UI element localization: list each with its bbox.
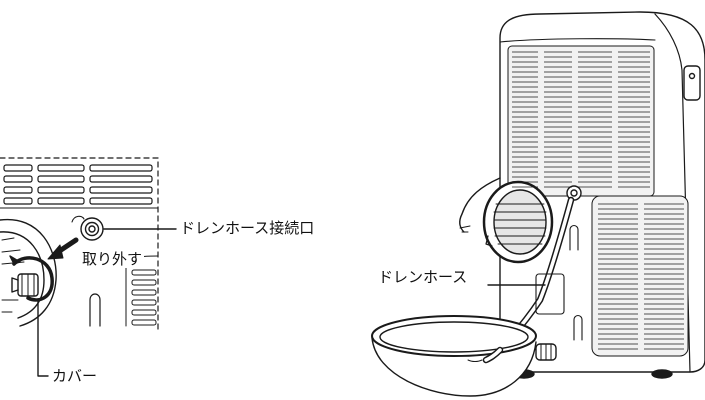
closeup-inset xyxy=(0,157,177,377)
cover-cap xyxy=(9,255,54,302)
label-cover: カバー xyxy=(52,367,98,385)
inset-vent-grille xyxy=(3,164,153,205)
label-remove: 取り外す xyxy=(80,250,145,268)
inset-dashed-border xyxy=(0,157,159,331)
caster-right xyxy=(651,369,673,379)
vent-slats xyxy=(512,51,684,350)
drain-basin xyxy=(371,315,537,397)
lower-panel-box xyxy=(535,273,565,315)
inset-slot xyxy=(89,293,101,327)
lower-vent-grille xyxy=(591,195,689,357)
drain-port xyxy=(71,215,104,241)
round-filter xyxy=(482,180,554,264)
upper-vent-grille xyxy=(507,45,655,197)
lower-slot-1 xyxy=(569,224,579,251)
label-drain-hose: ドレンホース xyxy=(378,268,468,286)
lower-slot-2 xyxy=(573,314,583,341)
side-handle xyxy=(683,65,701,101)
label-drain-port: ドレンホース接続口 xyxy=(180,219,315,237)
inset-filter-circle xyxy=(0,218,57,327)
cover-leader xyxy=(37,299,49,377)
